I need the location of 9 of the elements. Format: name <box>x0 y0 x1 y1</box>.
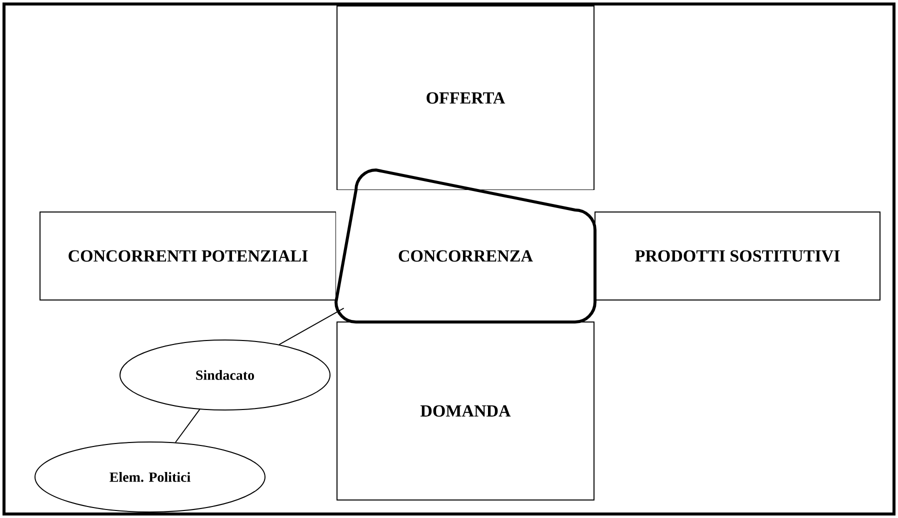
process-box: CONCORRENTI POTENZIALI <box>40 212 336 300</box>
connector-line <box>278 308 344 346</box>
connector-line <box>174 408 200 443</box>
ellipse-node: Elem. Politici <box>34 442 266 512</box>
process-box: OFFERTA <box>336 6 594 190</box>
process-box: PRODOTTI SOSTITUTIVI <box>594 212 880 300</box>
ellipse-node: Sindacato <box>120 340 330 410</box>
process-box: DOMANDA <box>336 322 594 500</box>
central-box: CONCORRENZA <box>334 168 596 324</box>
